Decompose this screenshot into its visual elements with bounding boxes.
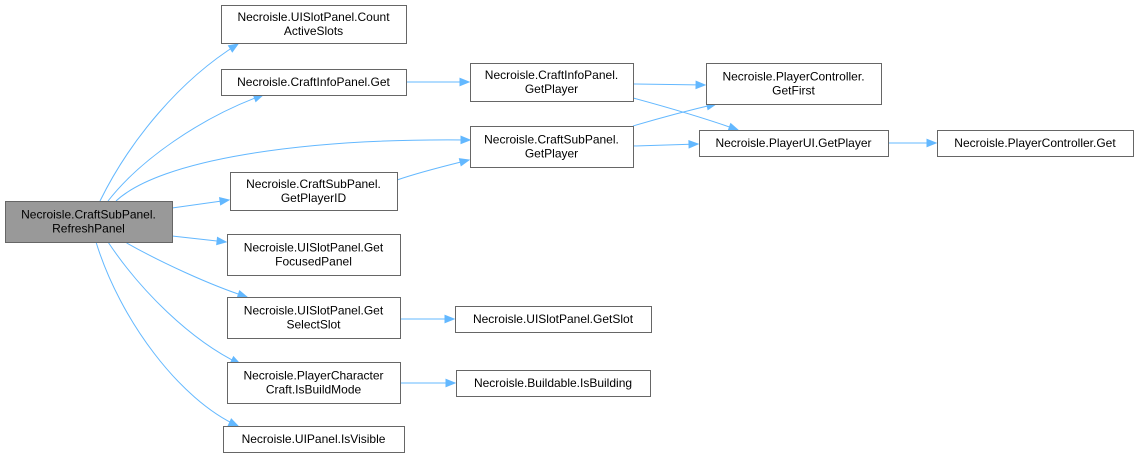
node-craftinfo-getplayer[interactable]: Necroisle.CraftInfoPanel.GetPlayer	[470, 63, 634, 102]
node-label-line: Necroisle.CraftInfoPanel.Get	[237, 75, 390, 89]
edge-craftsub_getplayerid-to-craftsub_getplayer	[396, 158, 471, 181]
edge-playerui_getplayer-to-pc_get	[888, 138, 938, 148]
node-box	[455, 306, 652, 333]
node-label-line: Necroisle.CraftSubPanel.	[21, 208, 156, 222]
node-label-line: FocusedPanel	[275, 255, 352, 269]
node-craftsub-getplayerid[interactable]: Necroisle.CraftSubPanel.GetPlayerID	[230, 172, 398, 211]
edge-craftinfo_getplayer-to-pc_getfirst	[632, 80, 707, 90]
node-box	[227, 362, 401, 404]
edge-line	[107, 94, 264, 202]
edge-line	[95, 241, 239, 427]
node-label-line: Necroisle.CraftInfoPanel.	[485, 68, 618, 82]
edge-line	[632, 143, 699, 147]
node-box	[227, 297, 401, 339]
node-get-slot[interactable]: Necroisle.UISlotPanel.GetSlot	[455, 306, 652, 333]
edge-craftsub_getplayer-to-pc_getfirst	[632, 101, 718, 127]
edge-line	[396, 159, 470, 181]
node-box	[227, 234, 401, 276]
node-label-line: Necroisle.UISlotPanel.Get	[244, 241, 384, 255]
arrow-head-icon	[445, 378, 457, 388]
node-craftsub-getplayer[interactable]: Necroisle.CraftSubPanel.GetPlayer	[470, 126, 634, 168]
node-label-line: GetPlayerID	[281, 191, 347, 205]
node-label-line: GetPlayer	[525, 147, 578, 161]
arrow-head-icon	[236, 289, 249, 299]
arrow-head-icon	[695, 80, 707, 90]
node-pc-getfirst[interactable]: Necroisle.PlayerController.GetFirst	[706, 63, 882, 105]
arrow-head-icon	[459, 77, 471, 87]
edge-line	[632, 83, 706, 86]
edge-refresh_panel-to-get_focused_panel	[171, 235, 228, 246]
arrow-head-icon	[227, 418, 240, 427]
arrow-head-icon	[216, 236, 228, 246]
edge-refresh_panel-to-craftsub_getplayer	[115, 135, 472, 202]
edge-get_select_slot-to-get_slot	[400, 314, 456, 324]
node-box	[221, 69, 407, 96]
node-box	[456, 370, 651, 397]
edge-refresh_panel-to-count_active_slots	[99, 43, 240, 202]
node-box	[223, 426, 405, 453]
node-label-line: Necroisle.PlayerController.	[722, 70, 864, 84]
arrow-head-icon	[227, 43, 240, 53]
node-label-line: Necroisle.UISlotPanel.Count	[237, 10, 390, 24]
node-label-line: GetPlayer	[525, 82, 578, 96]
node-is-building[interactable]: Necroisle.Buildable.IsBuilding	[456, 370, 651, 397]
arrow-head-icon	[926, 138, 938, 148]
node-label-line: Necroisle.PlayerUI.GetPlayer	[715, 136, 871, 150]
edge-line	[124, 241, 248, 298]
node-box	[221, 5, 407, 44]
node-label-line: Necroisle.PlayerCharacter	[243, 369, 383, 383]
node-label-line: Necroisle.UISlotPanel.Get	[244, 304, 384, 318]
edges-layer	[95, 43, 938, 427]
node-box	[470, 63, 634, 102]
edge-refresh_panel-to-is_build_mode	[107, 241, 242, 365]
arrow-head-icon	[219, 197, 231, 206]
arrow-head-icon	[460, 135, 472, 145]
node-label-line: Necroisle.Buildable.IsBuilding	[474, 376, 632, 390]
arrow-head-icon	[727, 122, 740, 131]
node-label-line: Craft.IsBuildMode	[266, 383, 362, 397]
node-box	[937, 130, 1134, 157]
edge-refresh_panel-to-is_visible	[95, 241, 240, 427]
node-label-line: Necroisle.UIPanel.IsVisible	[242, 432, 386, 446]
arrow-head-icon	[458, 158, 471, 167]
nodes-layer: Necroisle.CraftSubPanel.RefreshPanelNecr…	[5, 5, 1134, 453]
edge-line	[632, 97, 739, 131]
edge-line	[171, 199, 230, 209]
edge-line	[115, 139, 471, 202]
node-label-line: RefreshPanel	[52, 222, 125, 236]
node-box	[470, 126, 634, 168]
node-label-line: Necroisle.CraftSubPanel.	[484, 133, 619, 147]
edge-is_build_mode-to-is_building	[400, 378, 457, 388]
node-playerui-getplayer[interactable]: Necroisle.PlayerUI.GetPlayer	[699, 130, 889, 157]
node-label-line: SelectSlot	[286, 318, 341, 332]
node-box	[699, 130, 889, 157]
arrow-head-icon	[688, 139, 700, 149]
node-box	[230, 172, 398, 211]
node-label-line: ActiveSlots	[284, 24, 343, 38]
node-box	[706, 63, 882, 105]
edge-craftinfo_get-to-craftinfo_getplayer	[406, 77, 471, 87]
edge-craftsub_getplayer-to-playerui_getplayer	[632, 139, 700, 149]
node-pc-get[interactable]: Necroisle.PlayerController.Get	[937, 130, 1134, 157]
edge-line	[99, 43, 239, 202]
node-refresh-panel[interactable]: Necroisle.CraftSubPanel.RefreshPanel	[5, 201, 173, 243]
edge-line	[107, 241, 241, 365]
arrow-head-icon	[444, 314, 456, 324]
edge-line	[632, 103, 717, 127]
node-is-build-mode[interactable]: Necroisle.PlayerCharacterCraft.IsBuildMo…	[227, 362, 401, 404]
edge-refresh_panel-to-craftsub_getplayerid	[171, 197, 231, 209]
node-label-line: Necroisle.CraftSubPanel.	[246, 177, 381, 191]
node-label-line: Necroisle.UISlotPanel.GetSlot	[473, 312, 634, 326]
node-label-line: GetFirst	[772, 84, 815, 98]
node-is-visible[interactable]: Necroisle.UIPanel.IsVisible	[223, 426, 405, 453]
node-box	[5, 201, 173, 243]
node-label-line: Necroisle.PlayerController.Get	[954, 136, 1116, 150]
node-craftinfo-get[interactable]: Necroisle.CraftInfoPanel.Get	[221, 69, 407, 96]
